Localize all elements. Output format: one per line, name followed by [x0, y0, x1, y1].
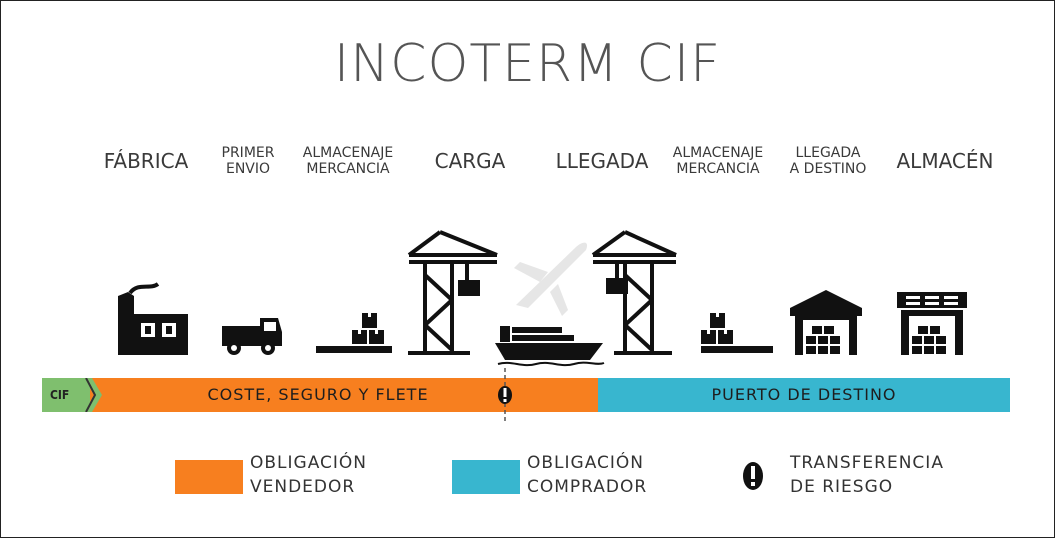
cif-tag — [42, 378, 90, 412]
stage-label-llegada-destino: LLEGADA A DESTINO — [789, 145, 867, 177]
legend-seller-label: OBLIGACIÓN VENDEDOR — [250, 453, 368, 497]
stage-label-almacenaje-origen: ALMACENAJE MERCANCIA — [302, 145, 394, 177]
cargo-ship-icon — [495, 326, 605, 367]
legend-buyer-swatch — [452, 460, 520, 494]
stage-label-primer-envio: PRIMER ENVIO — [221, 145, 275, 177]
factory-icon — [118, 282, 188, 355]
buyer-obligation-bar — [598, 378, 1010, 412]
stage-label-carga: CARGA — [434, 149, 506, 173]
seller-segment-label: COSTE, SEGURO Y FLETE — [207, 385, 429, 404]
cif-tag-label: CIF — [50, 388, 70, 402]
crane-icon — [407, 230, 498, 355]
warehouse-icon — [790, 290, 862, 355]
warehouse-boxes-icon — [701, 313, 773, 353]
buyer-segment-label: PUERTO DE DESTINO — [711, 385, 897, 404]
stage-label-llegada: LLEGADA — [555, 149, 649, 173]
airplane-icon — [514, 242, 588, 316]
stage-label-almacenaje-destino: ALMACENAJE MERCANCIA — [672, 145, 764, 177]
legend-buyer-label: OBLIGACIÓN COMPRADOR — [527, 453, 648, 497]
risk-transfer-icon — [743, 462, 763, 490]
seller-obligation-bar — [84, 378, 600, 412]
legend-seller-swatch — [175, 460, 243, 494]
stage-label-almacen: ALMACÉN — [896, 149, 994, 173]
legend-risk-label: TRANSFERENCIA DE RIESGO — [790, 453, 944, 497]
truck-icon — [222, 318, 282, 355]
diagram-title: INCOTERM CIF — [333, 34, 722, 94]
risk-transfer-marker — [498, 368, 512, 424]
warehouse-icon — [897, 292, 967, 355]
stage-label-fabrica: FÁBRICA — [103, 149, 189, 173]
crane-icon — [591, 230, 677, 355]
chevron-right-icon — [84, 378, 102, 412]
warehouse-boxes-icon — [316, 313, 392, 353]
